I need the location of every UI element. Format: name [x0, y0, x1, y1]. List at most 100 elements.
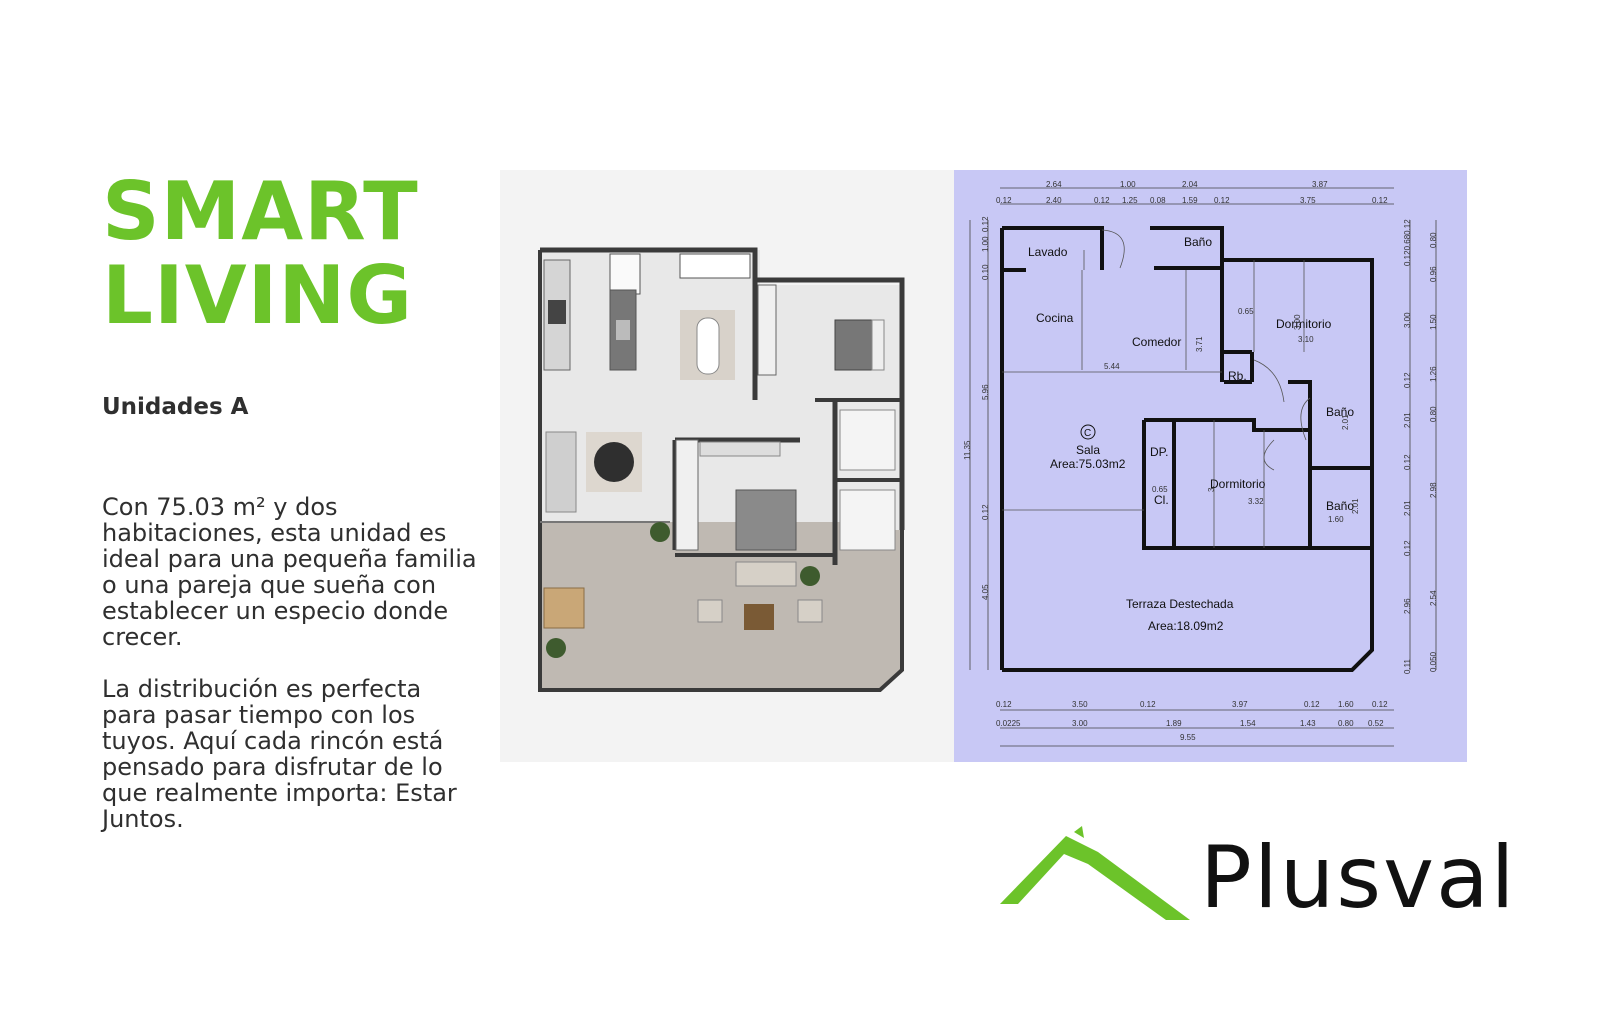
dim-inner-310: 3.10: [1298, 335, 1314, 344]
dim-inner-3x: 3.: [1207, 485, 1216, 492]
dim-top-2-0: 0.12: [996, 196, 1012, 205]
furnished-floor-plan: [500, 170, 954, 762]
title-line-1: SMART: [102, 165, 419, 258]
technical-thin-lines: [1002, 229, 1311, 548]
dim-right-1-1: 3.00: [1403, 312, 1412, 328]
terrace-chair-left: [697, 599, 723, 623]
room-terraza: Terraza Destechada: [1126, 597, 1234, 611]
dim-right-2-0: 0.80: [1429, 232, 1438, 248]
room-c-mark: C: [1084, 428, 1091, 439]
dim-right-1-3: 2.01: [1403, 412, 1412, 428]
bath-bottom: [839, 489, 896, 551]
plant-1: [650, 522, 670, 542]
dim-top-2-6: 0.12: [1214, 196, 1230, 205]
dim-bottom-1-3: 3.97: [1232, 700, 1248, 709]
technical-floor-plan: 2.64 1.00 2.04 3.87 0.12 2.40 0.12 1.25 …: [954, 170, 1467, 762]
dim-inner-300: 3.00: [1293, 314, 1302, 330]
dim-right-2-5: 2.98: [1429, 482, 1438, 498]
dim-bottom-2-1: 3.00: [1072, 719, 1088, 728]
room-lavado: Lavado: [1028, 245, 1068, 259]
dim-right-2-1: 0.96: [1429, 266, 1438, 282]
dim-right-2-6: 2.54: [1429, 590, 1438, 606]
bath-top: [839, 409, 896, 471]
dim-top-2-8: 0.12: [1372, 196, 1388, 205]
logo-text: Plusval: [1200, 828, 1517, 928]
technical-plan-drawing: 2.64 1.00 2.04 3.87 0.12 2.40 0.12 1.25 …: [963, 180, 1438, 747]
dim-bottom-2-5: 0.80: [1338, 719, 1354, 728]
dim-top-1-2: 2.04: [1182, 180, 1198, 189]
room-terraza-area: Area:18.09m2: [1148, 619, 1224, 633]
dim-top-1-1: 1.00: [1120, 180, 1136, 189]
furnished-plan-drawing: [538, 247, 905, 692]
sala-circle-mark: [1080, 424, 1096, 440]
stove-top: [548, 300, 566, 324]
dim-inner-160: 1.60: [1328, 515, 1344, 524]
dim-bottom-1-5: 1.60: [1338, 700, 1354, 709]
dim-bottom-2-0: 0.0225: [996, 719, 1021, 728]
dim-right-1-5: 2.01: [1403, 500, 1412, 516]
dim-inner-332: 3.32: [1248, 497, 1264, 506]
dim-right-1-7: 2.96: [1403, 598, 1412, 614]
description-paragraph-2: La distribución es perfecta para pasar t…: [102, 675, 457, 833]
terrace-side-table: [744, 604, 774, 630]
dim-right-1-6: 0.12: [1403, 540, 1412, 556]
room-cl: Cl.: [1154, 493, 1169, 507]
dim-right-2-3: 1.26: [1429, 366, 1438, 382]
outer-wall-left-bottom: [538, 250, 904, 692]
dim-left-2: 0.12: [981, 216, 990, 232]
shelf-unit: [609, 253, 641, 295]
kitchen-sink: [616, 320, 630, 340]
room-bano-bottom: Baño: [1326, 499, 1354, 513]
terrace-chair-right: [797, 599, 823, 623]
dim-top-1-0: 2.64: [1046, 180, 1062, 189]
roof-logo-icon: [1000, 826, 1190, 920]
terrace-table: [543, 587, 585, 629]
sofa: [545, 431, 577, 513]
room-dp: DP.: [1150, 445, 1168, 459]
dim-inner-065b: 0.65: [1152, 485, 1168, 494]
dim-bottom-2-3: 1.54: [1240, 719, 1256, 728]
room-rb: Rb.: [1228, 369, 1247, 383]
dim-inner-544: 5.44: [1104, 362, 1120, 371]
dim-bottom-2-4: 1.43: [1300, 719, 1316, 728]
dim-right-1-2: 0.12: [1403, 372, 1412, 388]
closet-bottom: [675, 439, 699, 551]
dim-top-2-3: 1.25: [1122, 196, 1138, 205]
unit-subtitle: Unidades A: [102, 394, 249, 420]
kitchen-island: [609, 289, 637, 371]
dim-bottom-1-4: 0.12: [1304, 700, 1320, 709]
dim-left-1: 1.00: [981, 236, 990, 252]
bed-top-pillows: [871, 319, 885, 371]
closet-top: [757, 284, 777, 376]
plant-3: [546, 638, 566, 658]
dim-inner-065a: 0.65: [1238, 307, 1254, 316]
technical-walls: [1000, 226, 1374, 672]
dim-right-2-7: 0.050: [1429, 651, 1438, 672]
dim-left-4: 11.35: [963, 440, 972, 460]
dim-top-2-7: 3.75: [1300, 196, 1316, 205]
room-dormitorio-top: Dormitorio: [1276, 317, 1332, 331]
dim-right-1-8: 0.11: [1403, 658, 1412, 674]
dresser: [699, 441, 781, 457]
page-title: SMART LIVING: [102, 170, 419, 338]
dim-bottom-2-6: 0.52: [1368, 719, 1384, 728]
dim-right-2-4: 0.80: [1429, 406, 1438, 422]
dim-top-2-2: 0.12: [1094, 196, 1110, 205]
room-comedor: Comedor: [1132, 335, 1181, 349]
dim-right-1-0: 0.120.680.12: [1403, 219, 1412, 266]
title-line-2: LIVING: [102, 249, 414, 342]
room-dormitorio-bottom: Dormitorio: [1210, 477, 1266, 491]
dim-left-6: 4.05: [981, 584, 990, 600]
room-sala: Sala: [1076, 443, 1100, 457]
dim-top-1-3: 3.87: [1312, 180, 1328, 189]
dim-left-3: 5.96: [981, 384, 990, 400]
terrace-sofa: [735, 561, 797, 587]
dim-inner-201b: 2.01: [1351, 498, 1360, 514]
laundry-area: [679, 253, 751, 279]
room-bano-mid: Baño: [1326, 405, 1354, 419]
dim-top-2-4: 0.08: [1150, 196, 1166, 205]
dim-bottom-total: 9.55: [1180, 733, 1196, 742]
room-sala-area: Area:75.03m2: [1050, 457, 1126, 471]
dim-left-5: 0.12: [981, 504, 990, 520]
plusval-logo: Plusval: [998, 826, 1515, 932]
